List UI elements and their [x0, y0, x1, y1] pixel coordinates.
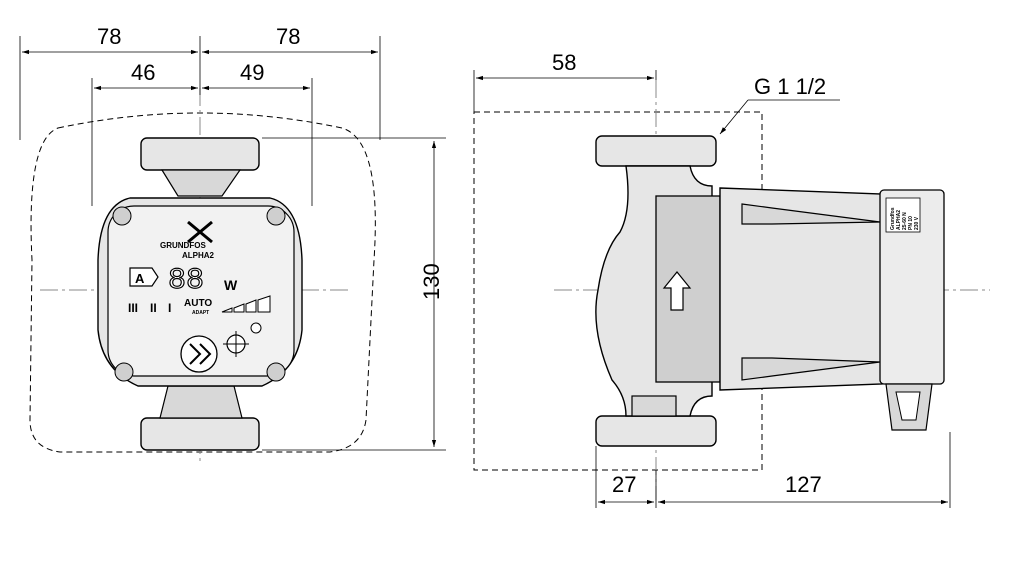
front-top-neck — [160, 169, 242, 197]
mode-button-arrow-icon — [189, 343, 212, 365]
front-dim-top: 78 78 46 49 — [19, 24, 381, 206]
adapt-label: ADAPT — [192, 310, 209, 316]
dim-side-bottom-left: 27 — [612, 472, 636, 497]
flow-direction-arrow-icon — [662, 271, 692, 311]
dim-front-inner-right: 49 — [240, 60, 264, 85]
auto-label: AUTO — [184, 298, 212, 309]
front-control-face — [107, 205, 295, 377]
side-nameplate — [885, 197, 921, 233]
dim-front-right-half: 78 — [276, 24, 300, 49]
nameplate-line: 230 V — [914, 216, 920, 230]
side-motor-rib-top — [741, 203, 881, 225]
side-coupling-plate — [655, 195, 721, 383]
grundfos-logo-icon — [187, 220, 213, 244]
dim-front-left-half: 78 — [97, 24, 121, 49]
panel-model: ALPHA2 — [182, 251, 215, 260]
screw-icon — [112, 206, 132, 226]
nameplate-line: PN 10 — [908, 216, 914, 230]
front-top-flange — [140, 137, 260, 171]
side-bottom-flange — [595, 415, 717, 447]
speed-label-3: III — [128, 301, 138, 315]
thread-callout: G 1 1/2 — [719, 74, 840, 135]
speed-label-2: II — [150, 301, 157, 315]
mode-badge-icon — [129, 267, 159, 287]
front-view: GRUNDFOS ALPHA2 A 88 W III II I AUTO ADA… — [19, 24, 446, 462]
front-bottom-neck — [159, 385, 243, 419]
nameplate-line: Grundfos — [890, 207, 896, 230]
side-envelope-outline — [473, 111, 763, 471]
level-bars-icon — [221, 295, 271, 313]
night-mode-icon — [250, 322, 262, 334]
dim-front-height: 130 — [419, 263, 444, 300]
dim-front-inner-left: 46 — [131, 60, 155, 85]
speed-label-1: I — [168, 301, 171, 315]
dim-side-bottom-right: 127 — [785, 472, 822, 497]
side-view: Grundfos ALPHA2 25-60 N PN 10 230 V 58 G… — [473, 50, 990, 508]
side-dim-top: 58 — [473, 50, 657, 112]
nameplate-line: 25-60 N — [902, 212, 908, 230]
display-digits: 88 — [168, 264, 204, 298]
panel-brand: GRUNDFOS — [160, 241, 206, 250]
thread-label: G 1 1/2 — [754, 74, 826, 99]
dim-side-top-width: 58 — [552, 50, 576, 75]
side-volute-window — [631, 395, 677, 417]
night-setback-rays-icon — [223, 331, 249, 357]
side-cable-plug-detail — [895, 391, 921, 421]
screw-icon — [266, 362, 286, 382]
nameplate-line: ALPHA2 — [896, 210, 902, 230]
side-top-flange — [595, 135, 717, 167]
front-dim-height: 130 — [262, 137, 446, 451]
display-unit: W — [224, 277, 238, 293]
side-dim-bottom: 27 127 — [595, 432, 951, 508]
front-envelope-outline — [29, 112, 376, 453]
front-bottom-flange — [140, 417, 260, 451]
screw-icon — [114, 362, 134, 382]
screw-icon — [266, 206, 286, 226]
mode-badge-label: A — [135, 271, 145, 286]
side-motor-rib-bottom — [741, 357, 881, 381]
